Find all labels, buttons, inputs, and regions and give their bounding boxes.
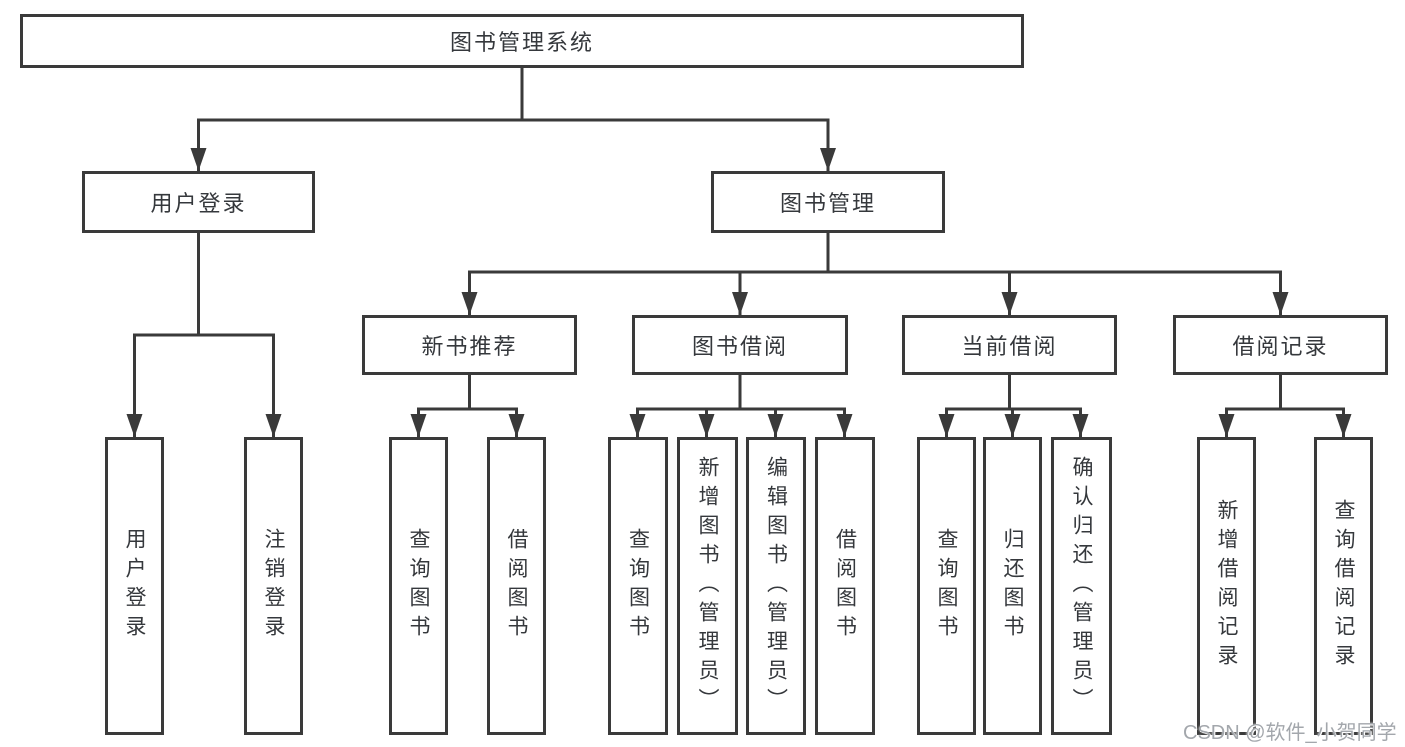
node-borrowing-records: 借阅记录 — [1173, 315, 1388, 375]
leaf-borrow-add-books-admin: 新增图书（管理员） — [677, 437, 738, 735]
node-book-management: 图书管理 — [711, 171, 945, 233]
leaf-user-login: 用户登录 — [105, 437, 164, 735]
leaf-current-confirm-return-admin: 确认归还（管理员） — [1051, 437, 1112, 735]
node-book-borrowing: 图书借阅 — [632, 315, 848, 375]
leaf-borrow-edit-books-admin: 编辑图书（管理员） — [746, 437, 806, 735]
leaf-recommend-query-books: 查询图书 — [389, 437, 448, 735]
leaf-borrow-query-books: 查询图书 — [608, 437, 668, 735]
csdn-watermark: CSDN @软件_小贺同学 — [1183, 722, 1397, 744]
node-current-borrowing: 当前借阅 — [902, 315, 1117, 375]
node-user-login: 用户登录 — [82, 171, 315, 233]
node-new-book-recommendation: 新书推荐 — [362, 315, 577, 375]
leaf-records-add-borrow-record: 新增借阅记录 — [1197, 437, 1256, 735]
leaf-recommend-borrow-books: 借阅图书 — [487, 437, 546, 735]
leaf-current-return-books: 归还图书 — [983, 437, 1042, 735]
leaf-borrow-borrow-books: 借阅图书 — [815, 437, 875, 735]
node-root-library-management-system: 图书管理系统 — [20, 14, 1024, 68]
leaf-current-query-books: 查询图书 — [917, 437, 976, 735]
leaf-logout: 注销登录 — [244, 437, 303, 735]
leaf-records-query-borrow-record: 查询借阅记录 — [1314, 437, 1373, 735]
